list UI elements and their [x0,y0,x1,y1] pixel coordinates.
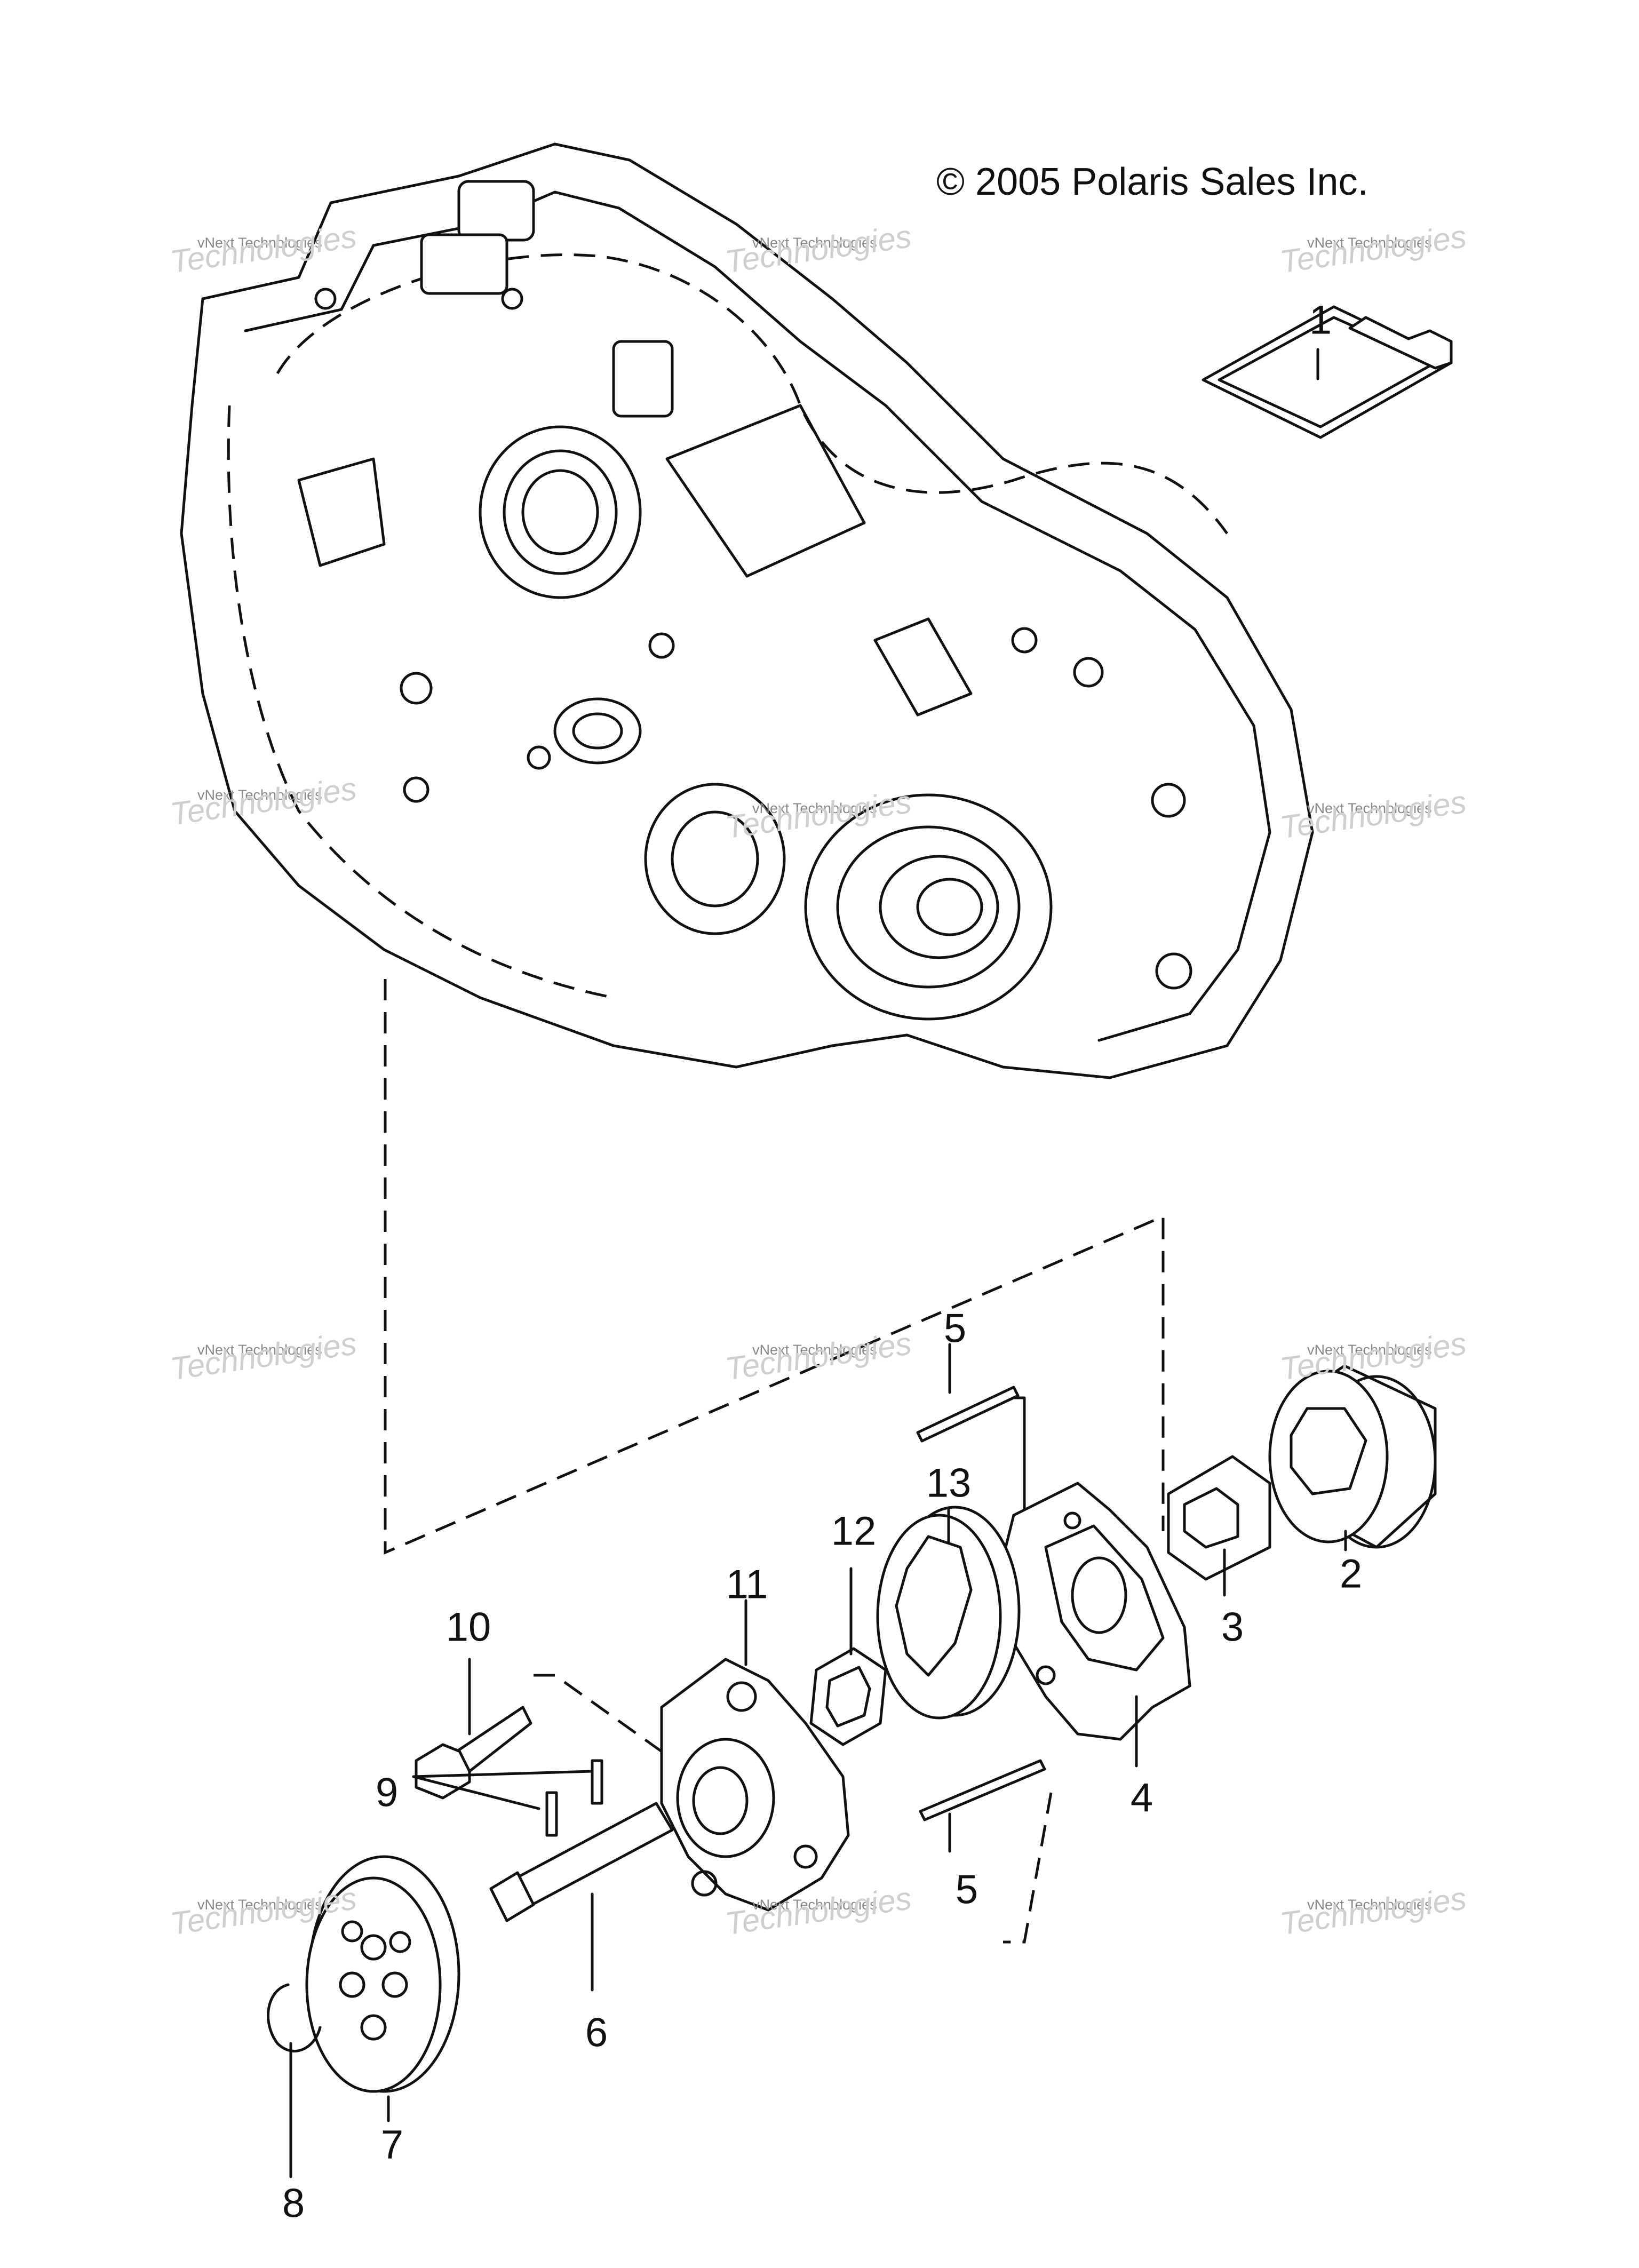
callout-2: 2 [1339,1551,1363,1597]
callout-6: 6 [585,2010,608,2056]
callout-4: 4 [1130,1775,1153,1821]
part-5-dowel-pins [916,1386,1046,1821]
callout-9: 9 [375,1770,399,1816]
callout-leader-lines [289,348,1347,2178]
part-10-bolt [415,1706,532,1800]
part-12-inner-rotor [809,1647,887,1746]
part-13-rotor [876,1506,1021,1720]
callout-1: 1 [1309,297,1332,343]
part-9-pins [545,1759,603,1837]
part-2-outer-rotor [1268,1364,1437,1549]
callout-3: 3 [1221,1604,1244,1650]
callout-5-upper: 5 [943,1306,967,1351]
callout-7: 7 [380,2122,404,2168]
copyright-notice: © 2005 Polaris Sales Inc. [936,161,1369,203]
part-4-pump-body [996,1482,1191,1741]
part-7-gear [305,1855,460,2093]
part-1-gasket [1202,305,1453,439]
callout-12: 12 [831,1508,877,1554]
callout-11: 11 [726,1562,768,1608]
callout-5-lower: 5 [955,1867,978,1913]
crankcase-drawing [180,142,1314,1079]
part-11-pump-cover [660,1658,850,1912]
callout-8: 8 [282,2181,305,2226]
alignment-leader-lines [384,979,1165,1944]
callout-10: 10 [445,1604,491,1650]
part-6-shaft [489,1802,674,1922]
callout-13: 13 [926,1460,972,1506]
part-3-inner-rotor [1167,1455,1271,1581]
part-8-circlip [267,1983,322,2052]
